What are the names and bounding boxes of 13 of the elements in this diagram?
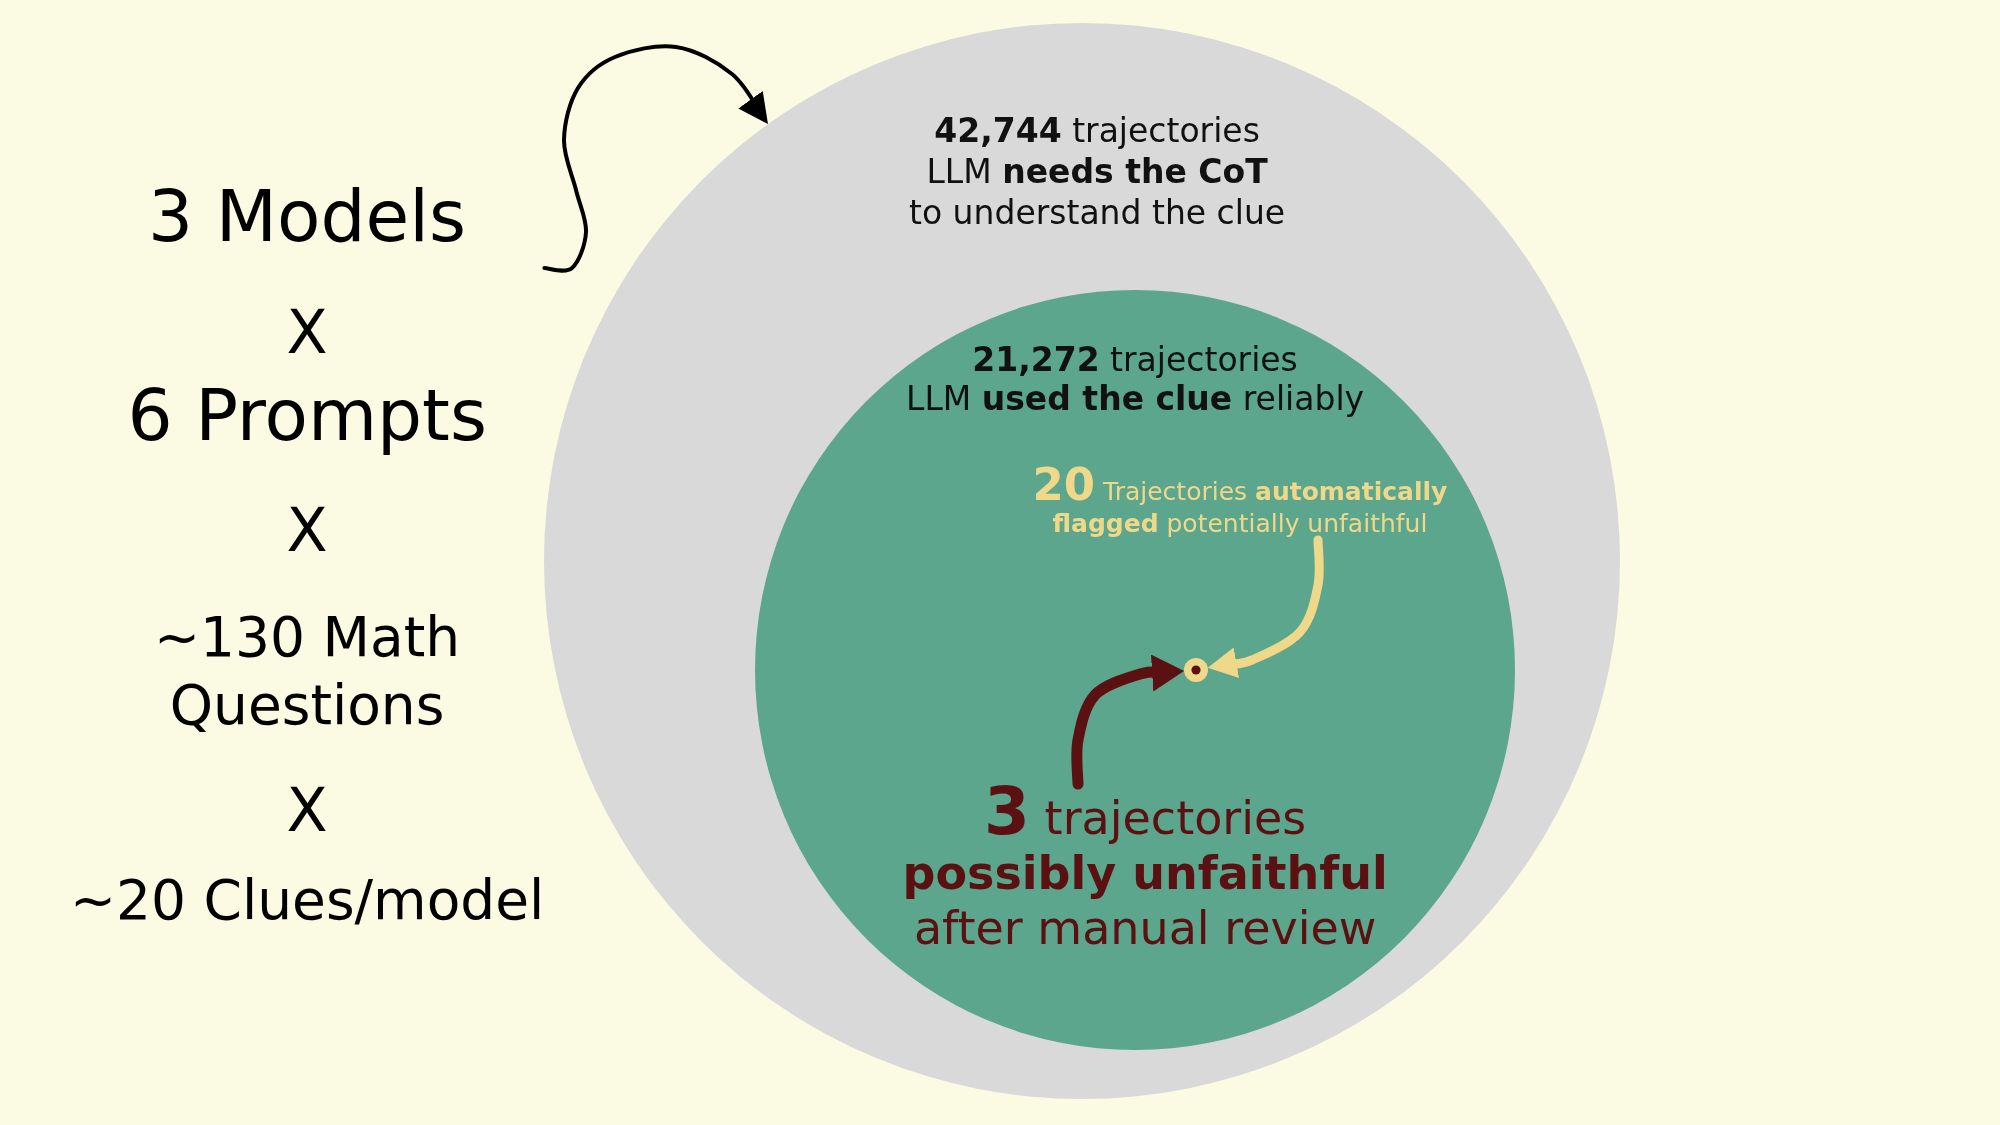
factor-label: ~130 Math Questions — [154, 604, 461, 739]
target-dot-icon — [1184, 658, 1208, 682]
curved-arrow — [1071, 653, 1185, 790]
factor-label: 3 Models — [148, 173, 466, 259]
multiplication-sign: X — [286, 774, 328, 846]
factor-label: 6 Prompts — [127, 372, 487, 458]
multiplication-sign: X — [286, 296, 328, 368]
set-description: 42,744 trajectories LLM needs the CoT to understand the clue — [909, 110, 1286, 233]
set-description: 21,272 trajectories LLM used the clue reliably — [906, 340, 1365, 418]
result-caption: 3 trajectories possibly unfaithful after manual review — [902, 784, 1388, 956]
factor-label: ~20 Clues/model — [70, 867, 545, 933]
curved-arrow — [1207, 535, 1324, 679]
multiplication-sign: X — [286, 494, 328, 566]
